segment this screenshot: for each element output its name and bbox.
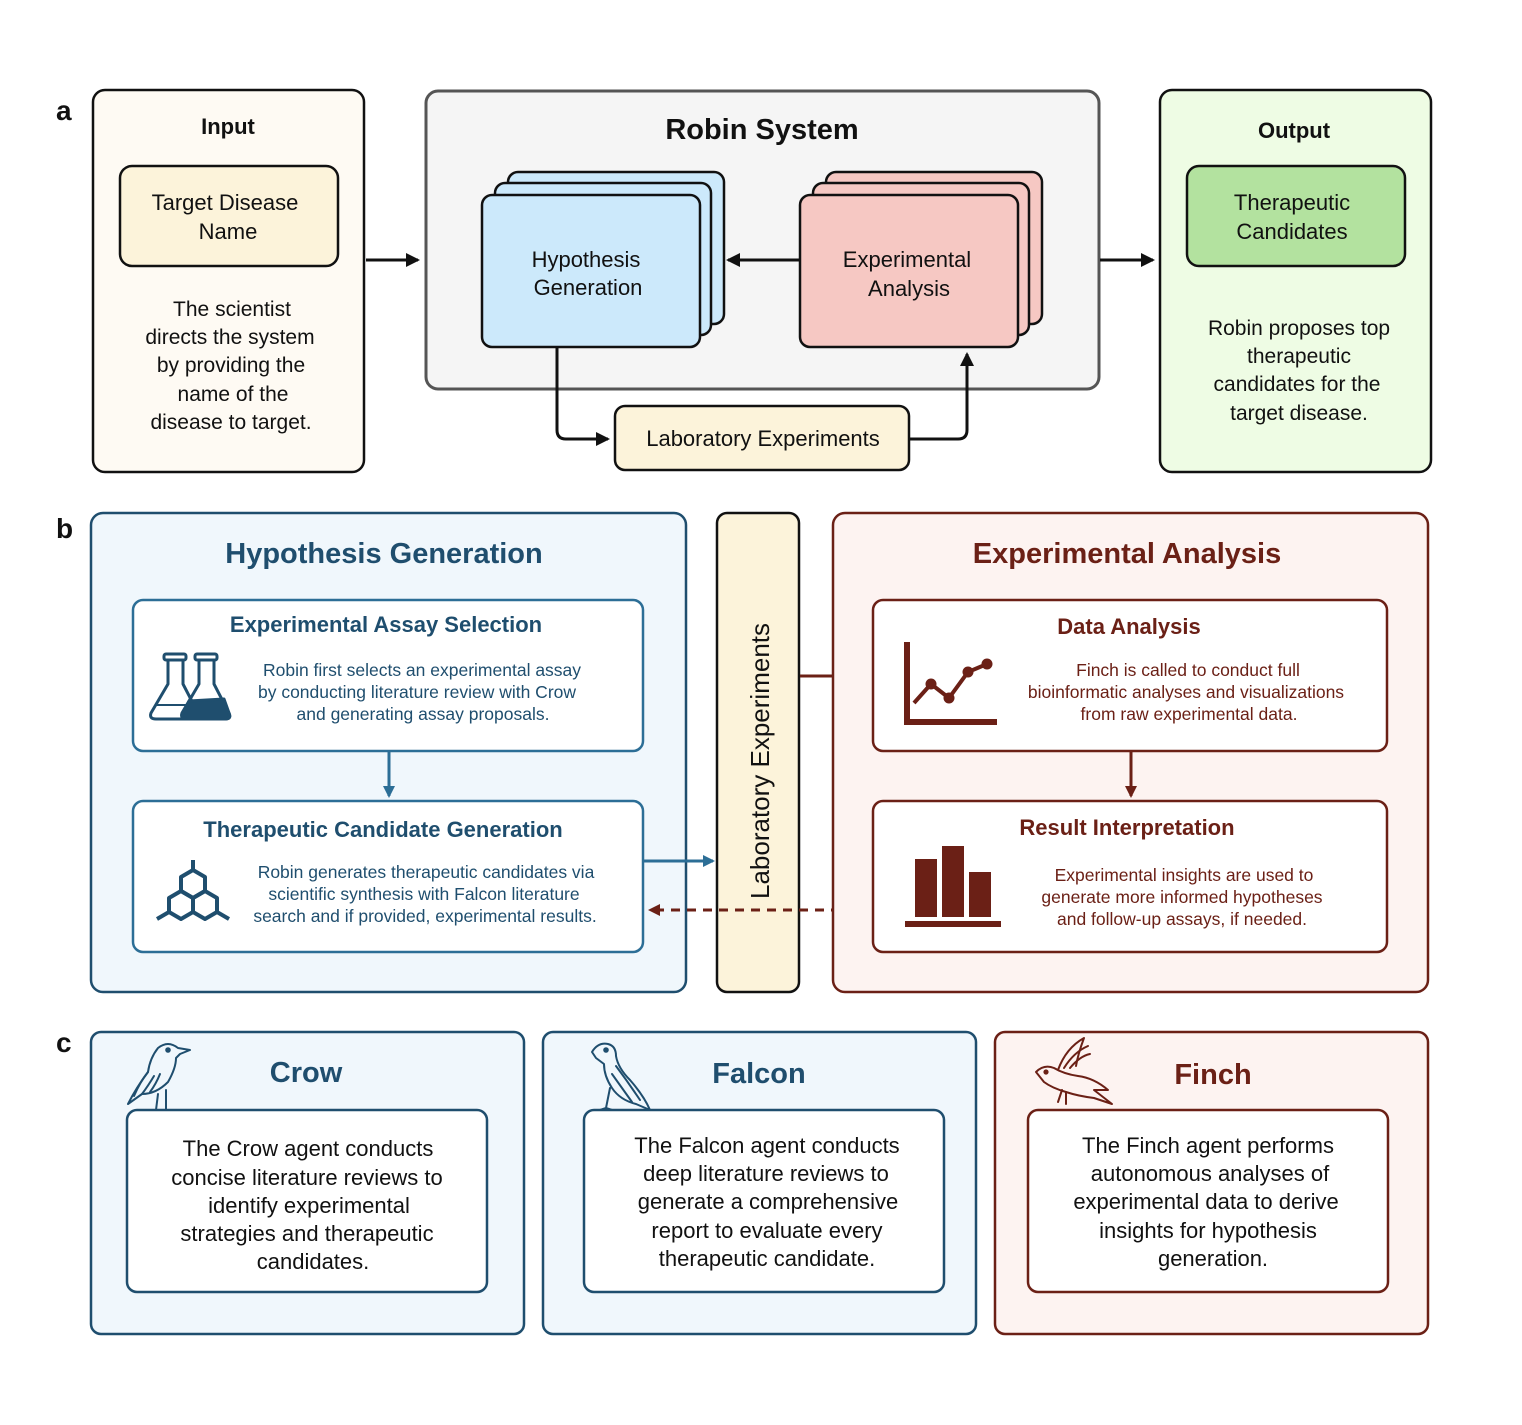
output-panel: Output Therapeutic Candidates Robin prop…	[1158, 88, 1433, 474]
hypothesis-card-stack: Hypothesis Generation	[480, 170, 726, 349]
data-analysis-desc-3: from raw experimental data.	[1081, 704, 1298, 724]
therapeutic-candidates-box	[1185, 164, 1407, 268]
falcon-title: Falcon	[712, 1058, 805, 1090]
input-desc-3: by providing the	[157, 354, 305, 377]
input-panel: Input Target Disease Name The scientist …	[91, 88, 366, 474]
falcon-desc-3: generate a comprehensive	[638, 1189, 899, 1214]
crow-desc-1: The Crow agent conducts	[183, 1136, 434, 1161]
falcon-desc-2: deep literature reviews to	[643, 1161, 889, 1186]
assay-selection-title: Experimental Assay Selection	[230, 612, 542, 637]
crow-title: Crow	[270, 1057, 343, 1089]
output-desc-1: Robin proposes top	[1208, 317, 1390, 340]
analysis-card-label-2: Analysis	[868, 276, 950, 301]
finch-panel: Finch The Finch agent performs autonomou…	[993, 1030, 1430, 1336]
hypothesis-generation-panel: Hypothesis Generation Experimental Assay…	[89, 511, 688, 994]
experimental-analysis-panel: Experimental Analysis Data Analysis Finc…	[831, 511, 1430, 994]
input-desc-4: name of the	[178, 383, 289, 406]
candidate-desc-2: scientific synthesis with Falcon literat…	[268, 884, 579, 904]
target-disease-label-2: Name	[199, 219, 258, 244]
data-analysis-desc-2: bioinformatic analyses and visualization…	[1028, 682, 1344, 702]
falcon-desc-4: report to evaluate every	[651, 1218, 882, 1243]
assay-desc-2: by conducting literature review with Cro…	[258, 682, 576, 702]
target-disease-label-1: Target Disease	[152, 190, 299, 215]
candidate-desc-3: search and if provided, experimental res…	[253, 906, 596, 926]
panel-label-a: a	[56, 95, 72, 126]
input-desc-5: disease to target.	[150, 411, 311, 434]
input-desc-2: directs the system	[145, 326, 314, 349]
assay-selection-card	[131, 598, 645, 753]
arrow-hypothesis-to-lab	[555, 347, 610, 446]
panel-label-c: c	[56, 1027, 72, 1058]
candidate-generation-title: Therapeutic Candidate Generation	[203, 817, 562, 842]
crow-desc-5: candidates.	[257, 1249, 370, 1274]
assay-desc-1: Robin first selects an experimental assa…	[263, 660, 581, 680]
hypothesis-generation-title: Hypothesis Generation	[225, 538, 542, 570]
assay-desc-3: and generating assay proposals.	[297, 704, 550, 724]
panel-label-b: b	[56, 513, 73, 544]
data-analysis-desc-1: Finch is called to conduct full	[1076, 660, 1300, 680]
finch-title: Finch	[1174, 1059, 1251, 1091]
bar-chart-icon	[905, 846, 1001, 927]
robin-system-panel: Robin System Hypothesis Generation Exper…	[424, 89, 1101, 391]
candidate-desc-1: Robin generates therapeutic candidates v…	[258, 862, 595, 882]
finch-desc-4: insights for hypothesis	[1099, 1218, 1317, 1243]
result-desc-2: generate more informed hypotheses	[1041, 887, 1322, 907]
output-desc-2: therapeutic	[1247, 345, 1351, 368]
lab-experiments-label-a: Laboratory Experiments	[646, 426, 880, 451]
finch-desc-2: autonomous analyses of	[1091, 1161, 1330, 1186]
arrow-lab-to-analysis	[909, 352, 974, 441]
finch-desc-card	[1026, 1108, 1390, 1294]
result-desc-3: and follow-up assays, if needed.	[1057, 909, 1307, 929]
output-desc-4: target disease.	[1230, 402, 1368, 425]
flask-icon	[149, 652, 232, 721]
falcon-desc-1: The Falcon agent conducts	[634, 1133, 899, 1158]
molecule-icon	[155, 860, 231, 921]
input-title: Input	[201, 114, 255, 139]
crow-panel: Crow The Crow agent conducts concise lit…	[89, 1030, 526, 1336]
finch-desc-5: generation.	[1158, 1246, 1268, 1271]
crow-desc-2: concise literature reviews to	[171, 1165, 442, 1190]
input-desc-1: The scientist	[173, 298, 291, 321]
falcon-desc-5: therapeutic candidate.	[659, 1246, 876, 1271]
data-analysis-title: Data Analysis	[1057, 614, 1200, 639]
lab-experiments-label-b: Laboratory Experiments	[745, 623, 775, 899]
output-title: Output	[1258, 118, 1331, 143]
hypothesis-card-label-1: Hypothesis	[532, 247, 641, 272]
crow-desc-3: identify experimental	[208, 1193, 410, 1218]
finch-desc-3: experimental data to derive	[1073, 1189, 1338, 1214]
experimental-analysis-title: Experimental Analysis	[973, 538, 1281, 570]
result-interpretation-title: Result Interpretation	[1019, 815, 1234, 840]
crow-desc-card	[125, 1108, 489, 1294]
target-disease-box	[118, 164, 340, 268]
robin-system-title: Robin System	[665, 114, 858, 146]
falcon-panel: Falcon The Falcon agent conducts deep li…	[541, 1030, 978, 1336]
crow-desc-4: strategies and therapeutic	[180, 1221, 433, 1246]
finch-desc-1: The Finch agent performs	[1082, 1133, 1334, 1158]
line-chart-icon	[904, 642, 997, 725]
result-interpretation-card	[871, 799, 1389, 954]
therapeutic-candidates-label-1: Therapeutic	[1234, 190, 1350, 215]
candidate-generation-card	[131, 799, 645, 954]
hypothesis-card-label-2: Generation	[534, 275, 643, 300]
finch-icon	[1035, 1037, 1113, 1105]
analysis-card-stack: Experimental Analysis	[798, 170, 1044, 349]
data-analysis-card	[871, 598, 1389, 753]
output-desc-3: candidates for the	[1214, 373, 1381, 396]
falcon-desc-card	[582, 1108, 946, 1294]
analysis-card-label-1: Experimental	[843, 247, 971, 272]
lab-experiments-column: Laboratory Experiments	[715, 511, 801, 994]
therapeutic-candidates-label-2: Candidates	[1236, 219, 1347, 244]
result-desc-1: Experimental insights are used to	[1055, 865, 1314, 885]
